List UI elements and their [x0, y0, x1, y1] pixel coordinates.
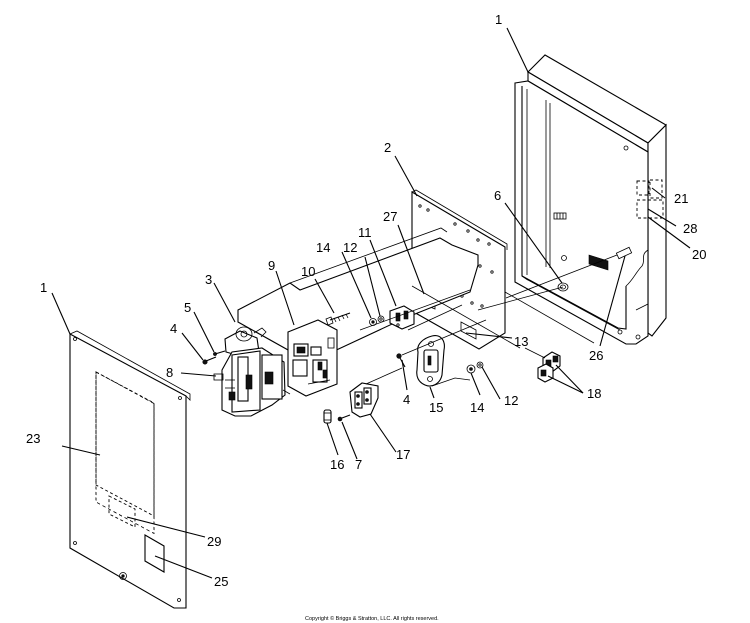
callout-2: 2 — [384, 140, 391, 155]
enclosure-box — [514, 54, 667, 345]
callout-27: 27 — [383, 209, 397, 224]
callout-12-upper: 12 — [343, 240, 357, 255]
part-7-screw — [337, 414, 351, 422]
callout-16: 16 — [330, 457, 344, 472]
callout-7: 7 — [355, 457, 362, 472]
callout-13: 13 — [514, 334, 528, 349]
callout-25: 25 — [214, 574, 228, 589]
callout-14-lower: 14 — [470, 400, 484, 415]
callout-10: 10 — [301, 264, 315, 279]
callout-3: 3 — [205, 272, 212, 287]
callout-23: 23 — [26, 431, 40, 446]
callout-28: 28 — [683, 221, 697, 236]
copyright-notice: Copyright © Briggs & Stratton, LLC. All … — [305, 615, 439, 622]
leader-lines — [51, 27, 691, 579]
part-8-transfer-switch — [213, 347, 291, 417]
part-9-control-board — [287, 319, 338, 397]
part-5-screw — [213, 350, 226, 356]
callout-12-lower: 12 — [504, 393, 518, 408]
callout-26: 26 — [589, 348, 603, 363]
callout-18: 18 — [587, 386, 601, 401]
part-18-lugs — [537, 351, 561, 383]
callout-15: 15 — [429, 400, 443, 415]
callout-labels: 1 21 28 20 2 27 11 6 14 12 10 9 3 5 4 8 … — [26, 12, 706, 589]
part-11-terminal-block — [389, 305, 415, 330]
callout-4-right: 4 — [403, 392, 410, 407]
callout-21: 21 — [674, 191, 688, 206]
callout-1-door: 1 — [40, 280, 47, 295]
part-15-receptacle — [416, 335, 445, 387]
callout-11: 11 — [358, 225, 372, 240]
part-16-fuse — [323, 409, 332, 424]
fasteners-lower — [466, 361, 484, 374]
callout-5: 5 — [184, 300, 191, 315]
callout-14-upper: 14 — [316, 240, 330, 255]
callout-17: 17 — [396, 447, 410, 462]
wiring-lines — [359, 254, 618, 387]
part-10-screw — [325, 312, 351, 326]
callout-6: 6 — [494, 188, 501, 203]
part-17-terminal-block — [349, 382, 379, 418]
callout-20: 20 — [692, 247, 706, 262]
front-door — [69, 330, 191, 609]
callout-29: 29 — [207, 534, 221, 549]
callout-1-enclosure: 1 — [495, 12, 502, 27]
callout-4-left: 4 — [170, 321, 177, 336]
callout-8: 8 — [166, 365, 173, 380]
callout-9: 9 — [268, 258, 275, 273]
